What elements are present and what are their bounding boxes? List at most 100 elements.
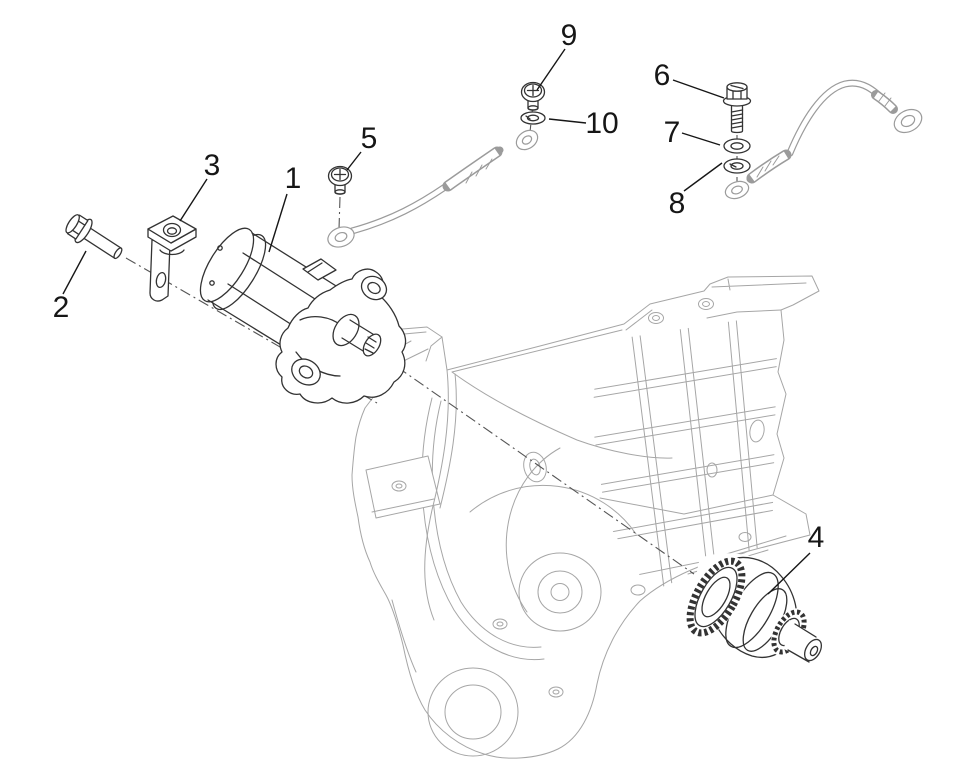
- callout-leader-9: [536, 48, 566, 91]
- starter-motor-drawing: [199, 227, 407, 404]
- callout-number-8: 8: [669, 187, 686, 220]
- cable-right-eye2: [893, 108, 923, 134]
- flange-bolt-6-drawing: [722, 82, 752, 134]
- cable-right-sleeve2-hatch: [878, 92, 892, 107]
- motor-cap-bolt: [217, 245, 223, 251]
- bracket-plate: [147, 215, 197, 244]
- case-lug-hole: [648, 312, 664, 324]
- case-left-bracket-line: [371, 498, 435, 513]
- callout-leader-4: [767, 552, 811, 595]
- motor-cap-bolt: [209, 280, 215, 286]
- callout-number-10: 10: [585, 107, 618, 140]
- motor-body-lines: [207, 232, 353, 365]
- callout-leader-1: [268, 193, 288, 253]
- washer-10-drawing: [520, 111, 546, 125]
- callout-number-3: 3: [204, 149, 221, 182]
- callout-leader-10: [548, 118, 587, 124]
- screw5-axis-line: [338, 196, 341, 230]
- callout-leader-2: [62, 250, 87, 295]
- bolt6-threads: [730, 109, 744, 129]
- crankcase-outline: [351, 275, 820, 759]
- case-oval-port-inner: [529, 458, 541, 476]
- washer10-inner: [526, 114, 540, 122]
- cable-left-eye1-hole: [334, 231, 348, 243]
- case-arm-lines: [706, 278, 807, 319]
- callout-number-2: 2: [53, 291, 70, 324]
- ring-gear-rim: [694, 566, 738, 628]
- motor-ear-top: [360, 275, 388, 301]
- case-teardrop-pocket: [749, 419, 765, 443]
- cable-right-eye2-hole: [900, 114, 916, 128]
- callout-number-6: 6: [654, 59, 671, 92]
- drive-shaft-tip: [803, 638, 823, 662]
- cable-right-sleeve-core: [749, 151, 789, 182]
- ground-cable-short-drawing: [327, 129, 539, 248]
- washer8-split: [729, 163, 737, 168]
- case-rib-web: [592, 316, 778, 589]
- bolt2-tip: [113, 247, 123, 260]
- callout-number-5: 5: [361, 122, 378, 155]
- case-hole: [706, 462, 718, 478]
- case-hole: [548, 686, 564, 698]
- case-cover-edge: [421, 397, 545, 661]
- callout-number-1: 1: [285, 162, 302, 195]
- callout-number-4: 4: [808, 521, 825, 554]
- engine-crankcase-drawing: [351, 275, 820, 759]
- starter-drive-gear-drawing: [685, 553, 823, 663]
- case-hole-inner: [552, 689, 560, 695]
- washer10-split: [525, 115, 531, 120]
- cable-left-eye1: [327, 226, 355, 248]
- case-center-boss: [518, 552, 602, 632]
- motor-terminal-line: [307, 262, 323, 273]
- bracket-leg-slot: [155, 271, 167, 289]
- callout-layer: 1 2 3 4 5 6 7 8 9 10: [53, 19, 825, 595]
- callout-leader-5: [346, 151, 362, 171]
- case-lug-hole: [698, 298, 714, 310]
- case-left-bracket-hole-inner: [395, 483, 403, 489]
- case-lug-hole-inner: [652, 315, 660, 321]
- case-cover-edge-inner: [431, 400, 542, 648]
- case-left-bracket: [365, 455, 441, 519]
- bracket-plate-hole-inner: [166, 227, 178, 235]
- case-flange-hole: [738, 532, 752, 542]
- cable-screw-9: [520, 81, 546, 111]
- cable-left-eye2: [515, 129, 539, 151]
- cable-left-sleeve-core: [445, 148, 500, 190]
- mounting-bolt-drawing: [65, 214, 123, 260]
- cable-left-eye2-hole: [521, 135, 533, 145]
- motor-ear-bottom-hole: [298, 365, 314, 379]
- callout-number-9: 9: [561, 19, 578, 52]
- case-hole-inner: [496, 621, 504, 627]
- callout-leader-3: [179, 178, 208, 222]
- ground-cable-long-drawing: [724, 79, 923, 200]
- case-hole: [630, 584, 646, 596]
- washer-8-drawing: [723, 158, 751, 174]
- cable-screw-5: [327, 165, 353, 195]
- callout-number-7: 7: [664, 116, 681, 149]
- bracket-collar: [159, 249, 185, 256]
- motor-axis-line: [379, 354, 695, 575]
- motor-shaft-splines: [364, 336, 377, 354]
- bolt2-cap: [65, 214, 80, 234]
- motor-ear-top-hole: [367, 281, 381, 295]
- bracket-plate-hole: [162, 222, 182, 238]
- case-left-bracket-hole: [391, 480, 407, 492]
- bolt6-head-slot: [730, 84, 744, 90]
- cable-right-sleeve-hatch: [756, 155, 780, 178]
- drive-shaft-bore: [809, 645, 819, 657]
- ring-gear-teeth: [686, 557, 746, 637]
- cable-right-eye1: [724, 180, 750, 200]
- callout-leader-7: [681, 132, 721, 146]
- callout-leader-6: [672, 79, 725, 99]
- case-lobe-outer: [427, 667, 519, 757]
- motor-terminal-tab: [302, 258, 337, 281]
- case-bell-arc: [469, 484, 637, 535]
- case-hole: [492, 618, 508, 630]
- case-strut-lines: [391, 369, 457, 673]
- callout-leader-8: [683, 162, 723, 192]
- washer10-outer: [520, 111, 546, 125]
- case-top-face-lines: [451, 309, 673, 459]
- case-lobe-hole: [444, 684, 502, 740]
